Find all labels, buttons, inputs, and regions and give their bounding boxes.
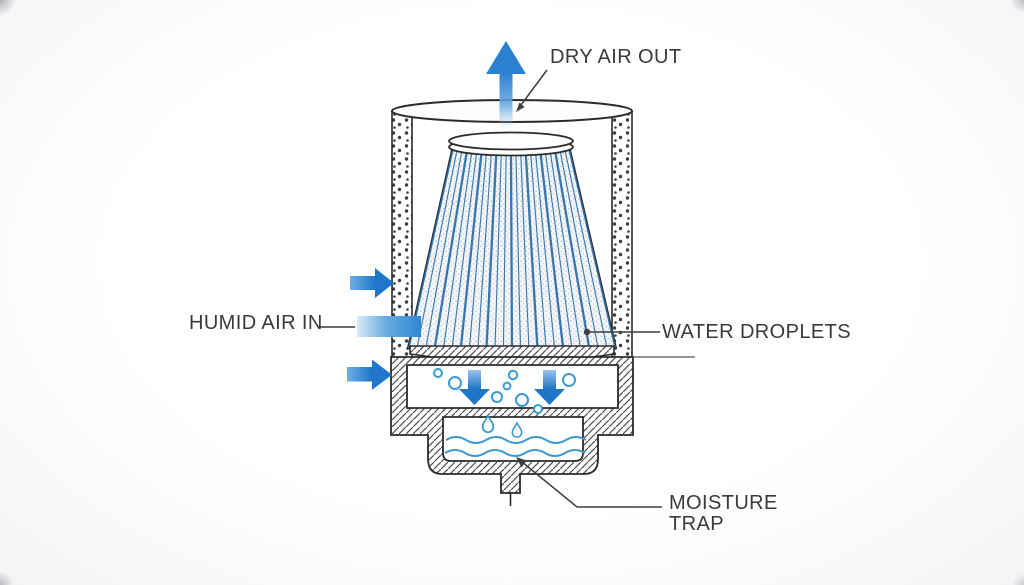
bubble-icon bbox=[533, 404, 543, 414]
label-dry-air-out: DRY AIR OUT bbox=[550, 46, 682, 68]
filter-pleats bbox=[408, 150, 616, 358]
leader-lines bbox=[318, 69, 662, 508]
filter-top-cap bbox=[448, 131, 574, 151]
humid-air-arrows bbox=[347, 268, 421, 390]
bubble-icon bbox=[562, 373, 576, 387]
water-wave-line bbox=[444, 449, 586, 457]
inlet-arrow-top-icon bbox=[350, 268, 394, 298]
dry-air-up-arrow-icon bbox=[486, 41, 526, 130]
bubble-icon bbox=[491, 391, 503, 403]
inlet-flow-bar-icon bbox=[357, 316, 421, 337]
dry-air-leader bbox=[520, 69, 548, 106]
moisture-trap-leader-arrowhead bbox=[516, 457, 527, 468]
falling-drop-icon bbox=[481, 413, 495, 434]
inlet-arrow-bottom-icon bbox=[347, 359, 392, 390]
filter-cone bbox=[406, 131, 618, 359]
label-humid-air-in: HUMID AIR IN bbox=[189, 312, 323, 334]
water-droplet-bubbles bbox=[433, 368, 576, 414]
dry-air-leader-arrowhead bbox=[516, 102, 525, 112]
cylinder-right-wall bbox=[611, 110, 633, 359]
bubble-icon bbox=[433, 368, 443, 378]
label-moisture-trap: MOISTURE TRAP bbox=[669, 492, 778, 535]
water-droplets-leader-dot bbox=[583, 328, 591, 336]
falling-drop-icon bbox=[511, 421, 523, 438]
label-water-droplets: WATER DROPLETS bbox=[662, 321, 851, 343]
down-arrow-right-icon bbox=[534, 370, 565, 405]
bubble-icon bbox=[502, 381, 512, 391]
bubble-icon bbox=[448, 376, 462, 390]
moisture-trap-leader bbox=[521, 461, 662, 508]
down-arrow-left-icon bbox=[459, 370, 490, 405]
bubble-icon bbox=[507, 369, 519, 381]
moisture-trap-water bbox=[444, 413, 587, 457]
bubble-icon bbox=[515, 393, 529, 407]
water-wave-line bbox=[445, 436, 587, 444]
collection-box-and-trap bbox=[390, 356, 634, 494]
condensation-chamber bbox=[433, 368, 576, 414]
